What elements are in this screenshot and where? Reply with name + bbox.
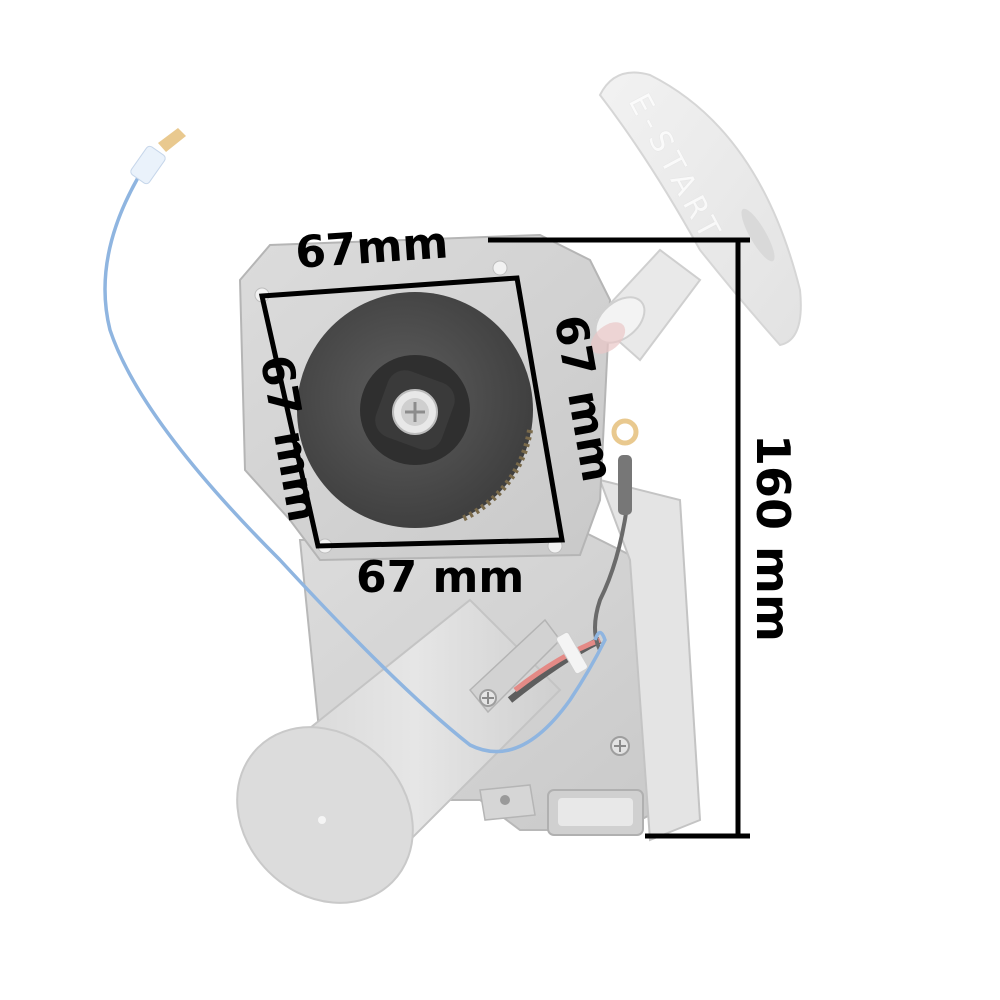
motor-leads <box>507 631 602 703</box>
dimension-label-top: 67mm <box>293 217 450 279</box>
ground-wire <box>593 418 639 651</box>
dimension-label-bottom: 67 mm <box>356 552 525 603</box>
dc-motor <box>236 598 562 904</box>
square-dimension-outline <box>258 275 565 549</box>
center-screw <box>392 389 438 435</box>
pull-handle <box>590 71 802 362</box>
dimension-label-overall-height: 160 mm <box>746 434 800 642</box>
blue-wire <box>103 128 607 754</box>
dimension-lines <box>258 237 750 839</box>
